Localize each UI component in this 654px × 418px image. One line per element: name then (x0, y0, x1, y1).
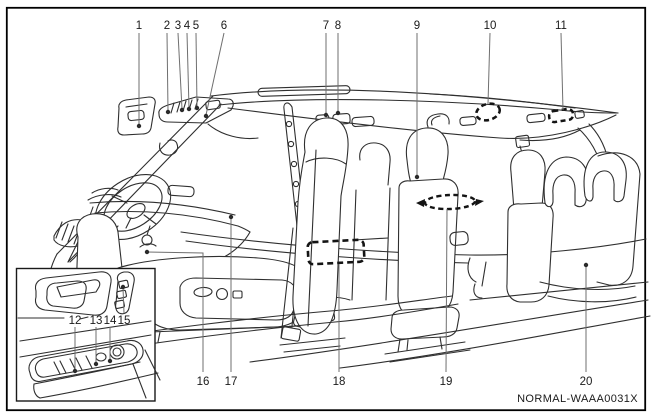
leader-11 (560, 32, 564, 111)
callout-label-3: 3 (175, 20, 181, 32)
callout-label-7: 7 (323, 20, 329, 32)
leader-4 (186, 32, 190, 109)
third-row-seat (467, 151, 641, 303)
leader-15 (122, 287, 125, 314)
second-row-seat (384, 127, 471, 363)
figure-border (5, 6, 647, 412)
callout-label-20: 20 (580, 376, 593, 388)
arrow-left-icon (416, 199, 425, 207)
front-grab-handle (159, 139, 179, 156)
sun-visor (117, 96, 156, 136)
sunroof-opening (257, 85, 351, 97)
callout-label-14: 14 (104, 315, 117, 327)
callout-labels: 1 2 3 4 5 6 7 8 9 10 11 12 13 14 15 16 1… (69, 20, 593, 388)
second-row-frame (351, 142, 391, 301)
callout-label-17: 17 (225, 376, 238, 388)
callout-label-6: 6 (221, 20, 227, 32)
door-panel-inset (15, 267, 161, 402)
callout-leaders (72, 32, 589, 374)
callout-label-2: 2 (164, 20, 170, 32)
rear-grab-handle (426, 113, 450, 128)
callout-label-10: 10 (484, 20, 497, 32)
leader-3 (177, 32, 183, 110)
reference-code: NORMAL-WAAA0031X (517, 393, 638, 405)
front-passenger-seat (292, 117, 349, 335)
dashed-indicator-11 (547, 107, 575, 124)
callout-label-9: 9 (414, 20, 420, 32)
door-card-contours (17, 316, 152, 358)
roof-headliner (210, 85, 619, 172)
leader-16 (146, 251, 204, 372)
callout-label-11: 11 (555, 20, 567, 32)
leader-5 (195, 32, 198, 108)
leader-10 (487, 32, 491, 105)
callout-label-16: 16 (197, 376, 210, 388)
cabin-line-art (44, 85, 651, 369)
leader-6 (205, 32, 225, 116)
leader-19 (445, 208, 448, 373)
dashed-indicator-19 (416, 193, 484, 211)
dashed-indicator-18 (306, 238, 366, 266)
second-row-right-seat (506, 149, 554, 303)
leader-2 (166, 32, 169, 112)
callout-label-15: 15 (118, 315, 131, 327)
arrow-right-icon (475, 199, 484, 206)
callout-label-8: 8 (335, 20, 341, 32)
callout-label-1: 1 (136, 20, 142, 32)
callout-label-13: 13 (90, 315, 103, 327)
callout-label-4: 4 (184, 20, 191, 32)
callout-label-19: 19 (440, 376, 453, 388)
dashed-indicator-10 (475, 102, 501, 122)
callout-label-18: 18 (333, 376, 346, 388)
callout-label-12: 12 (69, 315, 82, 327)
inside-door-handle (34, 271, 112, 316)
callout-label-5: 5 (193, 20, 199, 32)
